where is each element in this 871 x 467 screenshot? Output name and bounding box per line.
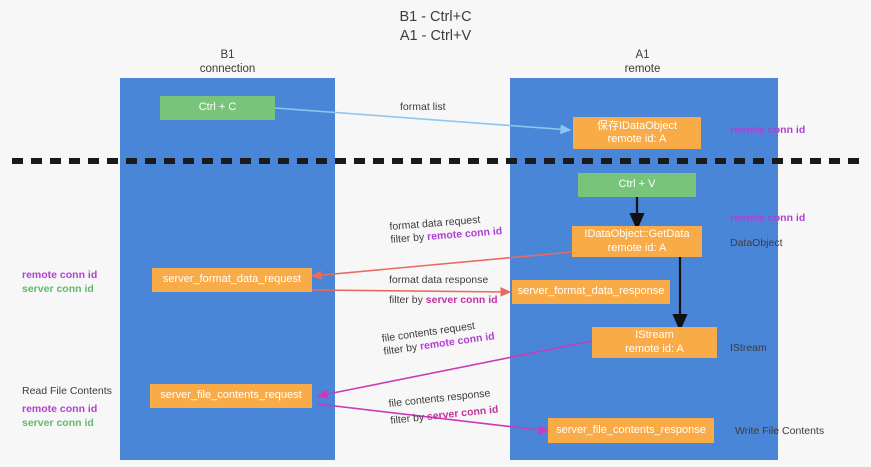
edge-label-file-contents-response: file contents response filter by server … xyxy=(388,387,499,428)
node-server-format-data-request[interactable]: server_format_data_request xyxy=(152,268,312,292)
title-line-2: A1 - Ctrl+V xyxy=(399,28,472,44)
title-line-1: B1 - Ctrl+C xyxy=(399,9,472,25)
annotation-left-server-conn-id-mid: server conn id xyxy=(22,283,94,295)
column-header-a1: A1 remote xyxy=(565,48,720,76)
edge-label-format-data-response-filter: filter by server conn id xyxy=(389,294,498,306)
column-header-a1-name: A1 xyxy=(635,49,650,61)
page-title: B1 - Ctrl+C A1 - Ctrl+V xyxy=(0,8,871,46)
node-istream[interactable]: IStream remote id: A xyxy=(592,327,717,358)
node-server-file-contents-request-label: server_file_contents_request xyxy=(160,389,302,402)
column-header-b1-sub: connection xyxy=(199,63,256,75)
node-server-format-data-response[interactable]: server_format_data_response xyxy=(512,280,670,304)
node-save-idataobject[interactable]: 保存IDataObject remote id: A xyxy=(573,117,701,149)
node-istream-line1: IStream xyxy=(635,329,674,341)
annotation-istream: IStream xyxy=(730,342,767,354)
annotation-dataobject: DataObject xyxy=(730,237,783,249)
node-idataobject-getdata-line1: IDataObject::GetData xyxy=(584,228,690,240)
node-server-format-data-request-label: server_format_data_request xyxy=(162,273,302,286)
column-header-b1: B1 connection xyxy=(150,48,305,76)
node-idataobject-getdata-line2: remote id: A xyxy=(607,241,667,254)
annotation-left-remote-conn-id-bot: remote conn id xyxy=(22,403,98,415)
node-idataobject-getdata[interactable]: IDataObject::GetData remote id: A xyxy=(572,226,702,257)
annotation-read-file-contents: Read File Contents xyxy=(22,385,112,397)
annotation-remote-conn-id-top: remote conn id xyxy=(730,124,806,136)
edge-label-format-data-response: format data response filter by server co… xyxy=(389,274,498,307)
edge-label-file-contents-request: file contents request filter by remote c… xyxy=(381,317,496,358)
node-ctrl-c-label: Ctrl + C xyxy=(198,101,237,114)
node-ctrl-c[interactable]: Ctrl + C xyxy=(160,96,275,120)
node-save-idataobject-line1: 保存IDataObject xyxy=(596,119,678,132)
key-server-conn-id: server conn id xyxy=(425,294,498,306)
node-ctrl-v-label: Ctrl + V xyxy=(618,178,656,191)
node-server-file-contents-request[interactable]: server_file_contents_request xyxy=(150,384,312,408)
annotation-left-remote-conn-id-mid: remote conn id xyxy=(22,269,98,281)
node-istream-line2: remote id: A xyxy=(625,342,684,355)
node-server-format-data-response-label: server_format_data_response xyxy=(517,285,665,298)
column-header-b1-name: B1 xyxy=(220,49,235,61)
node-server-file-contents-response[interactable]: server_file_contents_response xyxy=(548,418,714,443)
node-save-idataobject-line2: remote id: A xyxy=(607,133,667,145)
node-server-file-contents-response-label: server_file_contents_response xyxy=(556,423,706,436)
annotation-write-file-contents: Write File Contents xyxy=(735,425,825,437)
annotation-left-server-conn-id-bot: server conn id xyxy=(22,417,94,429)
key-server-conn-id: server conn id xyxy=(426,403,499,423)
annotation-remote-conn-id-mid: remote conn id xyxy=(730,212,806,224)
edge-label-format-data-request: format data request filter by remote con… xyxy=(389,212,503,247)
column-header-a1-sub: remote xyxy=(624,63,661,75)
edge-label-format-data-response-text: format data response xyxy=(389,274,489,286)
node-ctrl-v[interactable]: Ctrl + V xyxy=(578,173,696,197)
edge-label-format-list: format list xyxy=(400,101,446,113)
